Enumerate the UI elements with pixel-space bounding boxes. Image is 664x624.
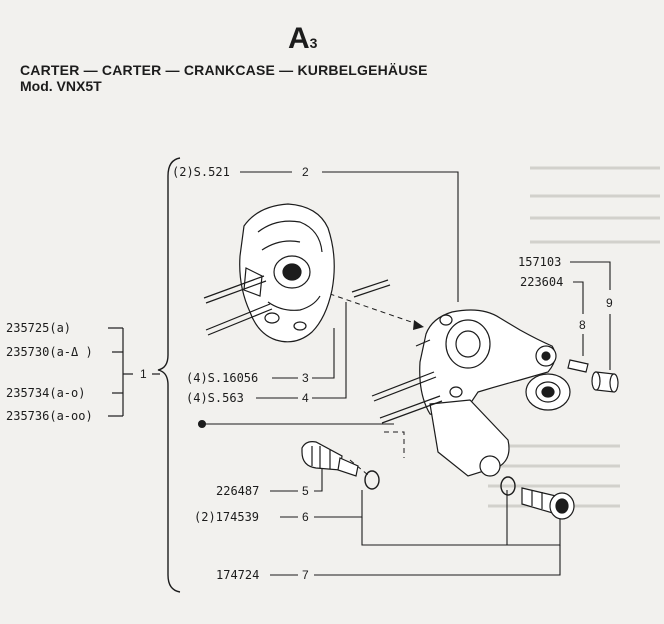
studs-left	[203, 275, 391, 336]
part-ref-2: 2	[302, 165, 309, 179]
model-label: Mod. VNX5T	[20, 78, 102, 94]
plate-badge: A3	[288, 22, 317, 56]
part-ref-5: 5	[302, 484, 309, 498]
group-code-1: 235725(a)	[6, 321, 72, 335]
group-ref-1: 1	[140, 367, 147, 381]
part-code-2: (2)S.521	[172, 165, 230, 179]
pin-and-bush	[567, 359, 619, 393]
part-ref-8: 8	[579, 318, 586, 332]
page-title: CARTER — CARTER — CRANKCASE — KURBELGEHÄ…	[20, 62, 428, 78]
crankcase-left-half	[239, 203, 335, 343]
part-code-9: 157103	[518, 255, 562, 269]
part-code-6: (2)174539	[194, 510, 260, 524]
plate-number: 3	[309, 35, 318, 51]
o-rings-part-6	[364, 470, 516, 496]
leader-lines	[197, 171, 611, 576]
plate-letter: A	[288, 22, 310, 55]
part-ref-6: 6	[302, 510, 309, 524]
part-ref-7: 7	[302, 568, 309, 582]
plug-part-7	[521, 487, 575, 520]
group-code-3: 235734(a-o)	[6, 386, 86, 400]
crankcase-right-half	[419, 309, 557, 477]
group-code-2: 235730(a-Δ )	[6, 345, 93, 359]
bearing-flange	[525, 373, 571, 411]
group-brace	[157, 157, 181, 593]
part-code-8: 223604	[520, 275, 564, 289]
part-code-4: (4)S.563	[186, 391, 244, 405]
part-code-7: 174724	[216, 568, 260, 582]
part-code-3: (4)S.16056	[186, 371, 259, 385]
group-bracket	[108, 327, 160, 417]
group-code-4: 235736(a-oo)	[6, 409, 93, 423]
part-code-5: 226487	[216, 484, 260, 498]
part-ref-3: 3	[302, 371, 309, 385]
shaft-part-5	[301, 441, 359, 477]
part-ref-4: 4	[302, 391, 309, 405]
studs-right	[371, 339, 443, 424]
part-ref-9: 9	[606, 296, 613, 310]
